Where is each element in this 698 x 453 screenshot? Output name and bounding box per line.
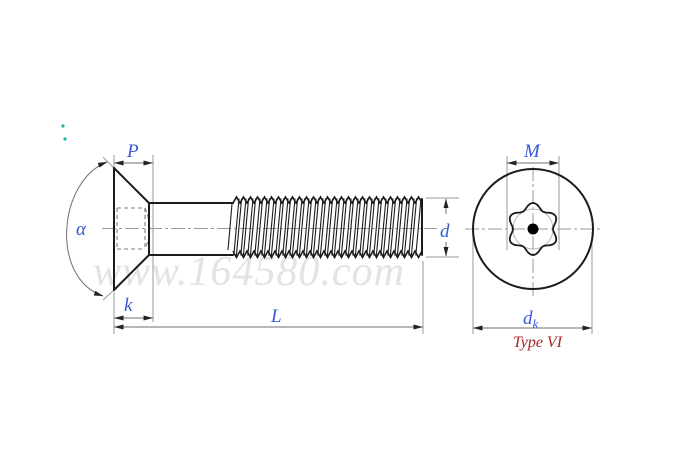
screw-side-outline [113, 167, 423, 291]
label-k: k [124, 295, 133, 316]
label-P: P [126, 141, 139, 162]
dimension-k: k [114, 295, 153, 321]
thread-section [232, 195, 423, 260]
label-dk: dk [523, 308, 539, 331]
watermark-text: www.164580.com [93, 249, 405, 295]
dimension-P: P [114, 141, 153, 166]
end-view: M dk Type VI [465, 141, 601, 351]
teal-specks [61, 124, 67, 141]
dimension-d: d [440, 198, 450, 257]
dimension-dk: dk [473, 308, 592, 331]
label-M: M [523, 141, 541, 162]
side-view-extension-lines [102, 155, 459, 334]
torx-recess-outline [508, 202, 558, 256]
label-L: L [270, 306, 282, 327]
head-outline-circle [472, 168, 594, 290]
type-label: Type VI [513, 334, 563, 351]
end-view-extension-lines [472, 156, 593, 334]
dimension-alpha: α [66, 161, 108, 297]
dimension-L: L [114, 306, 423, 330]
security-pin-dot [527, 223, 539, 235]
label-alpha: α [76, 219, 87, 240]
dimension-M: M [507, 141, 559, 166]
label-d: d [440, 221, 450, 242]
